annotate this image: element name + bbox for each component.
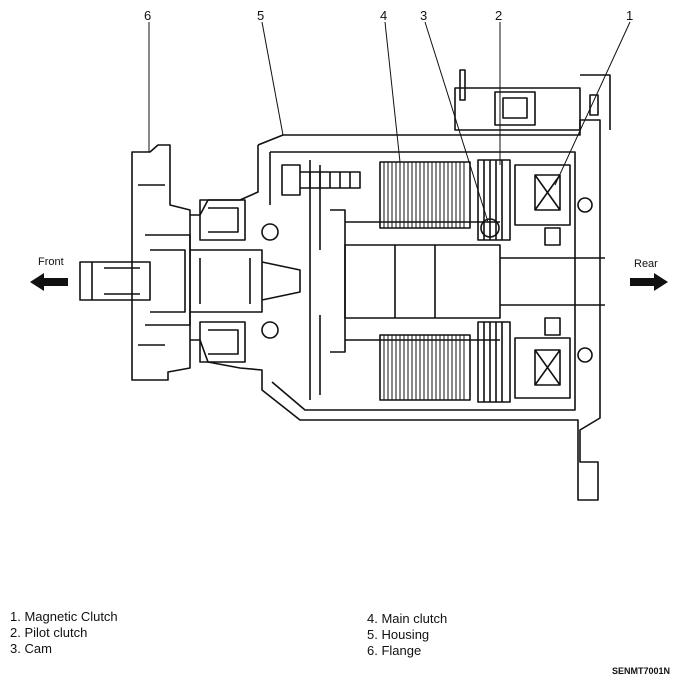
legend-item: 4. Main clutch (367, 611, 448, 626)
callout-2: 2 (495, 8, 503, 23)
rear-arrow-icon (630, 273, 668, 291)
rear-bearing-ball-lower (577, 347, 593, 363)
coupling-cross-section-diagram (30, 21, 668, 501)
magnetic-clutch (514, 164, 571, 399)
callout-1: 1 (626, 8, 634, 23)
callout-6: 6 (144, 8, 152, 23)
pilot-clutch (477, 159, 511, 403)
shaft (79, 249, 301, 313)
figure-code: SENMT7001N (612, 666, 671, 676)
electrical-connector (454, 69, 611, 131)
front-bearing-ball-upper (261, 223, 279, 241)
front-arrow-icon (30, 273, 68, 291)
rear-label: Rear (634, 258, 658, 270)
leader-lines (148, 21, 631, 223)
rear-bearing-ball-upper (577, 197, 593, 213)
front-bearing-ball-lower (261, 321, 279, 339)
main-clutch-lower (379, 334, 471, 401)
legend-item: 2. Pilot clutch (10, 625, 88, 640)
flange (131, 144, 191, 381)
legend-right: 4. Main clutch 5. Housing 6. Flange (367, 611, 447, 659)
callout-5: 5 (257, 8, 265, 23)
legend-item: 1. Magnetic Clutch (10, 609, 118, 624)
legend-item: 3. Cam (10, 641, 52, 656)
legend-left: 1. Magnetic Clutch 2. Pilot clutch 3. Ca… (10, 609, 118, 657)
legend-item: 5. Housing (367, 627, 430, 642)
legend-item: 6. Flange (367, 643, 422, 658)
rear-output (500, 227, 605, 336)
front-label: Front (38, 256, 64, 268)
front-seal-upper (199, 199, 246, 241)
main-clutch-upper (379, 161, 471, 229)
front-seal-lower (199, 321, 246, 363)
callout-3: 3 (420, 8, 428, 23)
bolt (281, 164, 361, 196)
callout-4: 4 (380, 8, 388, 23)
inner-hub (330, 209, 501, 353)
